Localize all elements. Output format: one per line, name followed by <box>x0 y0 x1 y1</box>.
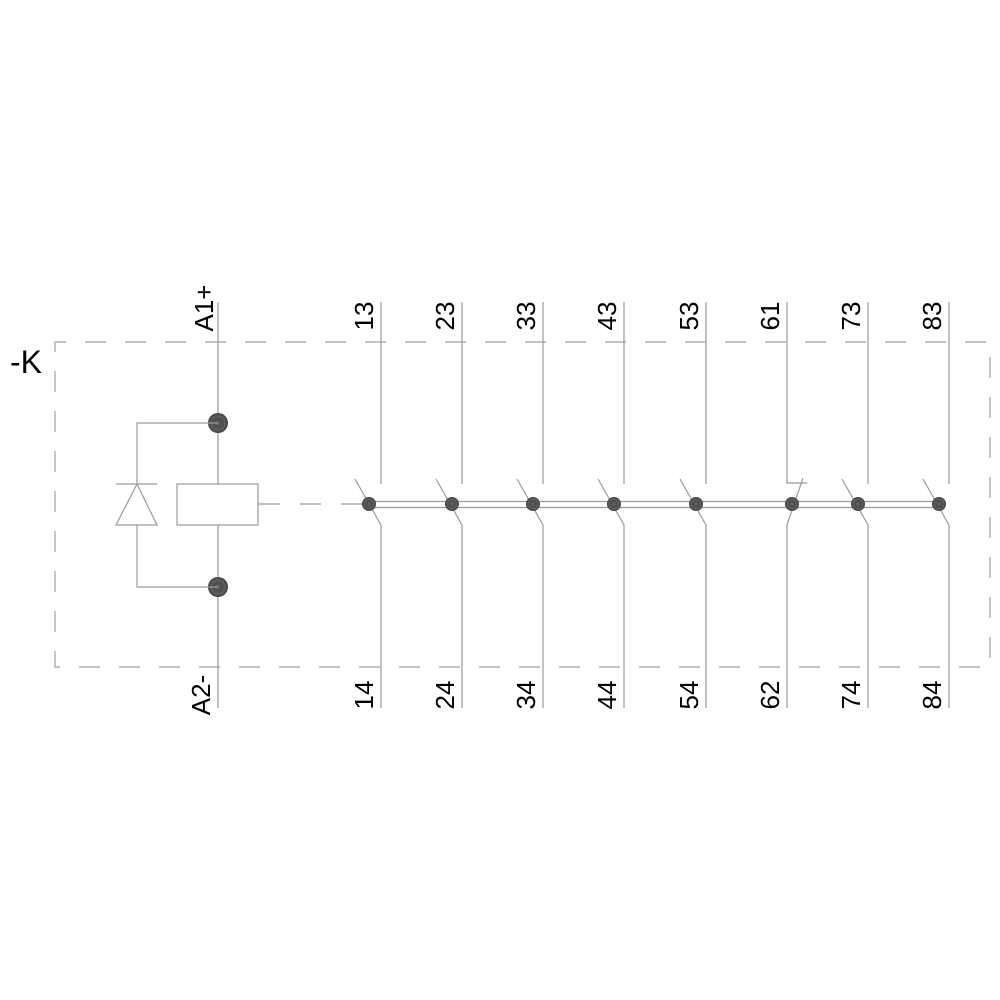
contact-no-53-54: 53 54 <box>674 302 707 710</box>
coil-symbol <box>176 483 259 526</box>
contact-dot <box>689 497 703 511</box>
contact-label-top: 83 <box>917 302 947 331</box>
contact-dot <box>362 497 376 511</box>
contact-label-top: 13 <box>349 302 379 331</box>
mechanical-linkage <box>258 500 939 509</box>
coil-circuit: A1+ A2- <box>115 285 259 715</box>
terminal-label-a1: A1+ <box>189 285 219 332</box>
contact-nc-61-62: 61 62 <box>755 302 807 710</box>
terminal-label-a2: A2- <box>186 675 216 715</box>
contact-dot <box>526 497 540 511</box>
contact-label-bottom: 24 <box>430 681 460 710</box>
contact-dot <box>932 497 946 511</box>
diode-icon <box>115 422 218 588</box>
contact-label-bottom: 84 <box>917 681 947 710</box>
contact-no-43-44: 43 44 <box>592 302 625 710</box>
contact-label-bottom: 34 <box>511 681 541 710</box>
contact-no-83-84: 83 84 <box>917 302 950 710</box>
contact-label-bottom: 74 <box>836 681 866 710</box>
contact-label-top: 73 <box>836 302 866 331</box>
contact-label-top: 23 <box>430 302 460 331</box>
contact-no-33-34: 33 34 <box>511 302 544 710</box>
contact-label-bottom: 62 <box>755 681 785 710</box>
contact-dot <box>607 497 621 511</box>
device-enclosure-dashed-box <box>54 341 991 668</box>
contact-dot <box>445 497 459 511</box>
contact-label-top: 53 <box>674 302 704 331</box>
contact-dot <box>785 497 799 511</box>
contact-no-73-74: 73 74 <box>836 302 869 710</box>
contact-label-bottom: 54 <box>674 681 704 710</box>
device-designation: -K <box>10 344 42 380</box>
contact-no-23-24: 23 24 <box>430 302 463 710</box>
contact-label-bottom: 44 <box>592 681 622 710</box>
contact-label-bottom: 14 <box>349 681 379 710</box>
contact-label-top: 61 <box>755 302 785 331</box>
contact-no-13-14: 13 14 <box>349 302 382 710</box>
contact-label-top: 43 <box>592 302 622 331</box>
contact-dot <box>851 497 865 511</box>
contact-label-top: 33 <box>511 302 541 331</box>
